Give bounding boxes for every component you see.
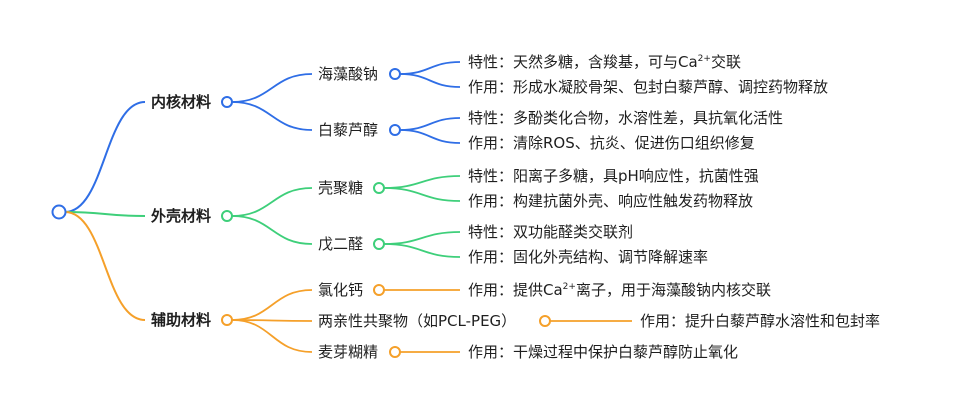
leaf-node-text: 特性：多酚类化合物，水溶性差，具抗氧化活性 <box>468 109 784 127</box>
leaf-node[interactable]: 作用：构建抗菌外壳、响应性触发药物释放 <box>468 191 753 211</box>
child-connector <box>231 215 313 245</box>
leaf-connector <box>383 187 461 202</box>
leaf-node[interactable]: 作用：提供Ca2+离子，用于海藻酸钠内核交联 <box>468 280 771 300</box>
leaf-node-text: 特性：天然多糖，含羧基，可与Ca <box>468 53 698 71</box>
leaf-node-suffix: 交联 <box>710 53 741 71</box>
child-collapse-toggle-icon[interactable] <box>539 315 551 327</box>
leaf-connector <box>399 73 461 88</box>
branch-collapse-toggle-icon[interactable] <box>221 210 233 222</box>
child-node-text: 麦芽糊精 <box>318 343 379 361</box>
leaf-node[interactable]: 特性：双功能醛类交联剂 <box>468 222 633 242</box>
superscript: 2+ <box>697 54 711 64</box>
branch-node[interactable]: 外壳材料 <box>151 206 211 226</box>
child-node-text: 壳聚糖 <box>318 179 364 197</box>
child-node-text: 白藜芦醇 <box>318 121 379 139</box>
leaf-node-text: 作用：构建抗菌外壳、响应性触发药物释放 <box>468 192 754 210</box>
child-node[interactable]: 海藻酸钠 <box>318 64 378 84</box>
leaf-node-text: 作用：提供Ca <box>468 281 563 299</box>
child-node[interactable]: 戊二醛 <box>318 234 363 254</box>
child-node[interactable]: 壳聚糖 <box>318 178 363 198</box>
leaf-connector <box>399 129 461 144</box>
child-connector <box>231 101 313 131</box>
child-node-text: 两亲性共聚物（如PCL-PEG） <box>318 312 517 330</box>
leaf-connector <box>383 231 461 245</box>
leaf-node-text: 特性：双功能醛类交联剂 <box>468 223 634 241</box>
leaf-connector <box>383 175 461 189</box>
leaf-node[interactable]: 作用：清除ROS、抗炎、促进伤口组织修复 <box>468 133 755 153</box>
child-collapse-toggle-icon[interactable] <box>373 238 385 250</box>
leaf-node[interactable]: 作用：固化外壳结构、调节降解速率 <box>468 247 708 267</box>
superscript: 2+ <box>562 282 576 292</box>
leaf-node[interactable]: 特性：阳离子多糖，具pH响应性，抗菌性强 <box>468 166 759 186</box>
leaf-node[interactable]: 特性：天然多糖，含羧基，可与Ca2+交联 <box>468 52 741 72</box>
child-connector <box>231 73 313 103</box>
leaf-node[interactable]: 作用：干燥过程中保护白藜芦醇防止氧化 <box>468 342 738 362</box>
branch-node-text: 辅助材料 <box>151 311 212 329</box>
leaf-node[interactable]: 作用：形成水凝胶骨架、包封白藜芦醇、调控药物释放 <box>468 77 828 97</box>
root-node-icon[interactable] <box>51 204 67 220</box>
leaf-node-text: 作用：提升白藜芦醇水溶性和包封率 <box>640 312 881 330</box>
leaf-node-text: 作用：形成水凝胶骨架、包封白藜芦醇、调控药物释放 <box>468 78 829 96</box>
child-node[interactable]: 白藜芦醇 <box>318 120 378 140</box>
branch-node-text: 内核材料 <box>151 93 212 111</box>
leaf-node[interactable]: 特性：多酚类化合物，水溶性差，具抗氧化活性 <box>468 108 783 128</box>
child-node-text: 氯化钙 <box>318 281 364 299</box>
child-node-text: 戊二醛 <box>318 235 364 253</box>
child-node[interactable]: 氯化钙 <box>318 280 363 300</box>
child-node-text: 海藻酸钠 <box>318 65 379 83</box>
branch-connector <box>64 211 146 217</box>
child-connector <box>231 187 313 217</box>
branch-node[interactable]: 辅助材料 <box>151 310 211 330</box>
child-connector <box>231 289 313 321</box>
child-node[interactable]: 两亲性共聚物（如PCL-PEG） <box>318 311 516 331</box>
branch-connector <box>64 211 146 321</box>
child-collapse-toggle-icon[interactable] <box>389 68 401 80</box>
leaf-node-text: 特性：阳离子多糖，具pH响应性，抗菌性强 <box>468 167 759 185</box>
child-node[interactable]: 麦芽糊精 <box>318 342 378 362</box>
branch-node[interactable]: 内核材料 <box>151 92 211 112</box>
leaf-node-suffix: 离子，用于海藻酸钠内核交联 <box>575 281 771 299</box>
leaf-node-text: 作用：固化外壳结构、调节降解速率 <box>468 248 709 266</box>
leaf-connector <box>399 61 461 75</box>
branch-node-text: 外壳材料 <box>151 207 212 225</box>
leaf-connector <box>383 243 461 258</box>
child-collapse-toggle-icon[interactable] <box>389 346 401 358</box>
child-collapse-toggle-icon[interactable] <box>389 124 401 136</box>
leaf-connector <box>399 117 461 131</box>
child-connector <box>231 319 313 353</box>
leaf-node[interactable]: 作用：提升白藜芦醇水溶性和包封率 <box>640 311 880 331</box>
branch-collapse-toggle-icon[interactable] <box>221 96 233 108</box>
leaf-node-text: 作用：干燥过程中保护白藜芦醇防止氧化 <box>468 343 739 361</box>
child-collapse-toggle-icon[interactable] <box>373 284 385 296</box>
leaf-node-text: 作用：清除ROS、抗炎、促进伤口组织修复 <box>468 134 755 152</box>
branch-connector <box>64 101 146 213</box>
branch-collapse-toggle-icon[interactable] <box>221 314 233 326</box>
child-collapse-toggle-icon[interactable] <box>373 182 385 194</box>
